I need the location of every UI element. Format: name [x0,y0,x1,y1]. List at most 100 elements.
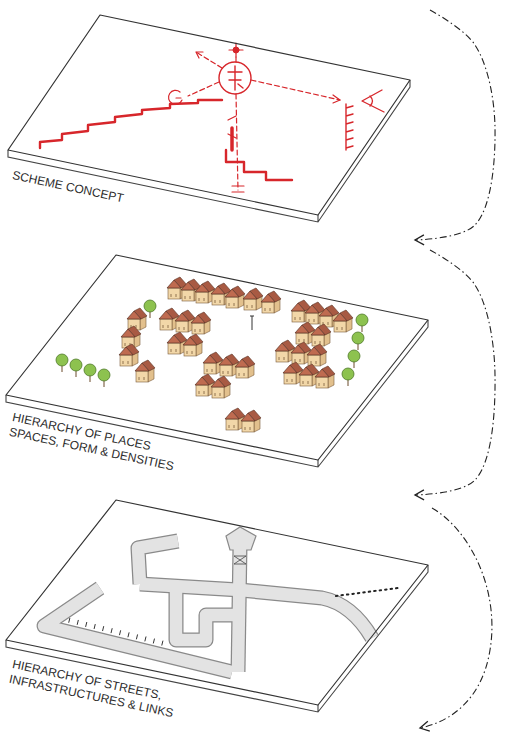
plane-shape [0,0,430,235]
future-link [336,588,398,596]
house-wall [168,288,180,299]
house-wall [312,335,324,346]
house-wall [184,345,196,356]
house-wall [236,367,248,378]
tree-sketch [342,368,354,386]
layer-label: SCHEME CONCEPT [11,168,161,214]
frontage-ticks [346,104,353,150]
tree-crown [56,354,68,366]
road-surface [176,588,238,640]
plane-layer: HIERARCHY OF STREETS, INFRASTRUCTURES & … [0,495,430,735]
house-gable [225,411,239,419]
house-window [139,377,144,380]
house-gable [121,329,135,337]
house-sketch [119,344,139,366]
house-wall [160,319,172,330]
house-wall [212,294,224,305]
view-symbol [169,90,182,104]
house-wall [120,355,132,366]
house-window [215,393,220,396]
house-window [315,341,320,344]
house-gable [183,337,197,345]
plane-layer: HIERARCHY OF PLACES SPACES, FORM & DENSI… [0,240,430,490]
tree-crown [70,359,82,371]
plane-layer: SCHEME CONCEPT [0,0,430,235]
house-gable [167,335,181,343]
house-window [185,296,190,299]
entrance-bar [230,128,234,150]
house-gable [219,357,233,365]
tree-sketch [352,332,364,350]
tree-crown [84,364,96,376]
house-window [171,349,176,352]
house-wall [284,373,296,384]
house-sketch [261,291,281,313]
house-sketch [191,312,211,334]
tree-sketch [70,359,82,377]
house-gable [315,369,329,377]
house-wall [308,355,320,366]
house-sketch [225,286,245,308]
axis-arrow [196,52,340,192]
house-window [239,373,244,376]
house-gable [119,347,133,355]
house-sketch [241,410,261,432]
house-gable [175,313,189,321]
house-wall [212,387,224,398]
house-wall [226,419,238,430]
frontage-ticks [69,618,163,646]
house-gable [283,365,297,373]
tree-crown [98,369,110,381]
street-network [44,527,398,672]
house-gable [261,294,275,302]
house-gable [295,325,309,333]
stepped-edge [226,150,292,180]
house-window [215,300,220,303]
house-window [319,383,324,386]
tree-sketch [84,364,96,382]
house-sketch [127,308,147,330]
axis-line [188,52,340,190]
house-wall [316,377,328,388]
built-form [56,277,368,432]
house-gable [195,377,209,385]
house-window [245,427,250,430]
house-wall [292,311,304,322]
eye-symbol [362,90,384,112]
house-window [299,339,304,342]
house-wall [244,299,256,310]
house-sketch [135,360,155,382]
lamp-post [250,316,254,330]
tree-crown [144,300,156,312]
house-window [247,305,252,308]
house-wall [242,421,254,432]
plane-shape [0,240,430,490]
plane-top [8,15,410,215]
tree-sketch [56,354,68,372]
house-wall [168,343,180,354]
house-wall [196,292,208,303]
tree-crown [348,350,360,362]
house-window [199,298,204,301]
house-sketch [315,366,335,388]
house-gable [191,315,205,323]
house-window [279,357,284,360]
house-window [295,359,300,362]
focal-symbol [228,66,243,90]
house-window [223,371,228,374]
house-wall [176,321,188,332]
road-surface [44,588,232,672]
house-gable [291,303,305,311]
house-wall [292,353,304,364]
lamp-line [250,316,254,330]
house-wall [196,385,208,396]
road-surface [138,541,178,584]
house-gable [181,282,195,290]
tree-crown [342,368,354,380]
house-gable [195,284,209,292]
house-window [207,369,212,372]
plane-thickness [8,80,410,222]
house-gable [211,286,225,294]
house-window [229,425,234,428]
